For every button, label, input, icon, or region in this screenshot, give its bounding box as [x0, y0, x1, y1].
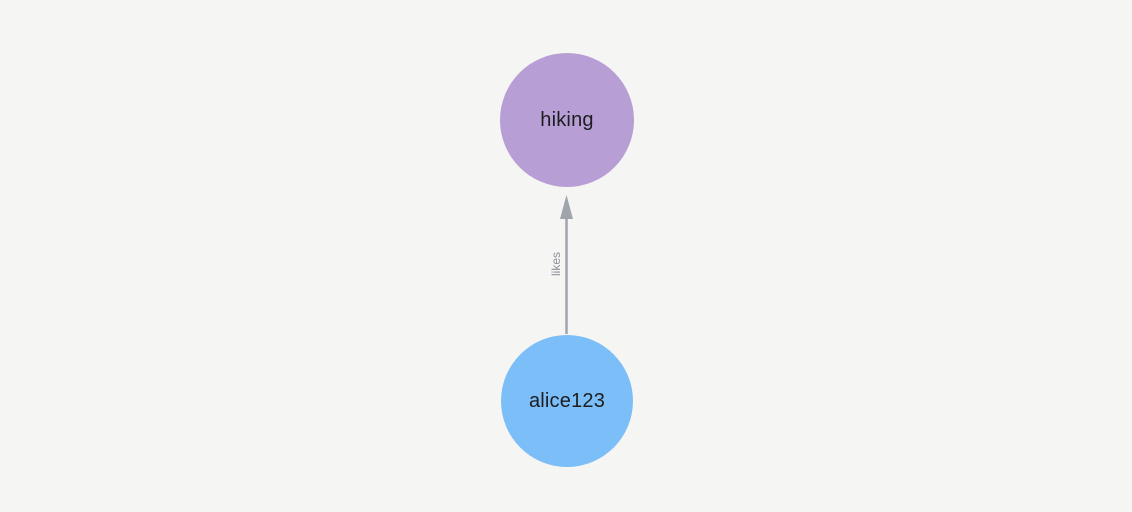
node-alice123[interactable]: alice123 [501, 335, 633, 467]
node-alice123-label: alice123 [528, 389, 606, 412]
edge-arrowhead-icon [560, 195, 573, 219]
node-hiking[interactable]: hiking [500, 53, 634, 187]
edge-label-likes: likes [549, 251, 563, 277]
node-hiking-label: hiking [540, 108, 594, 131]
